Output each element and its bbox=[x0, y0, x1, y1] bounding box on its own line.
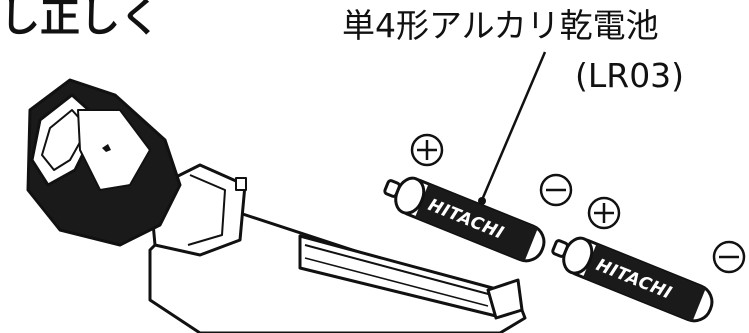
plus-terminal-icon bbox=[410, 133, 444, 167]
battery-model-label: (LR03) bbox=[575, 56, 685, 95]
leader-dot bbox=[478, 197, 486, 205]
leader-line bbox=[480, 51, 547, 201]
flashlight-body-icon bbox=[26, 78, 527, 333]
battery-icon: HITACHI bbox=[383, 176, 546, 263]
battery-icon: HITACHI bbox=[551, 236, 714, 323]
minus-terminal-icon bbox=[712, 240, 746, 274]
plus-terminal-icon bbox=[587, 196, 621, 230]
page-heading: し正しく bbox=[0, 0, 160, 41]
minus-terminal-icon bbox=[539, 173, 573, 207]
battery-type-label: 単4形アルカリ乾電池 bbox=[342, 6, 659, 45]
